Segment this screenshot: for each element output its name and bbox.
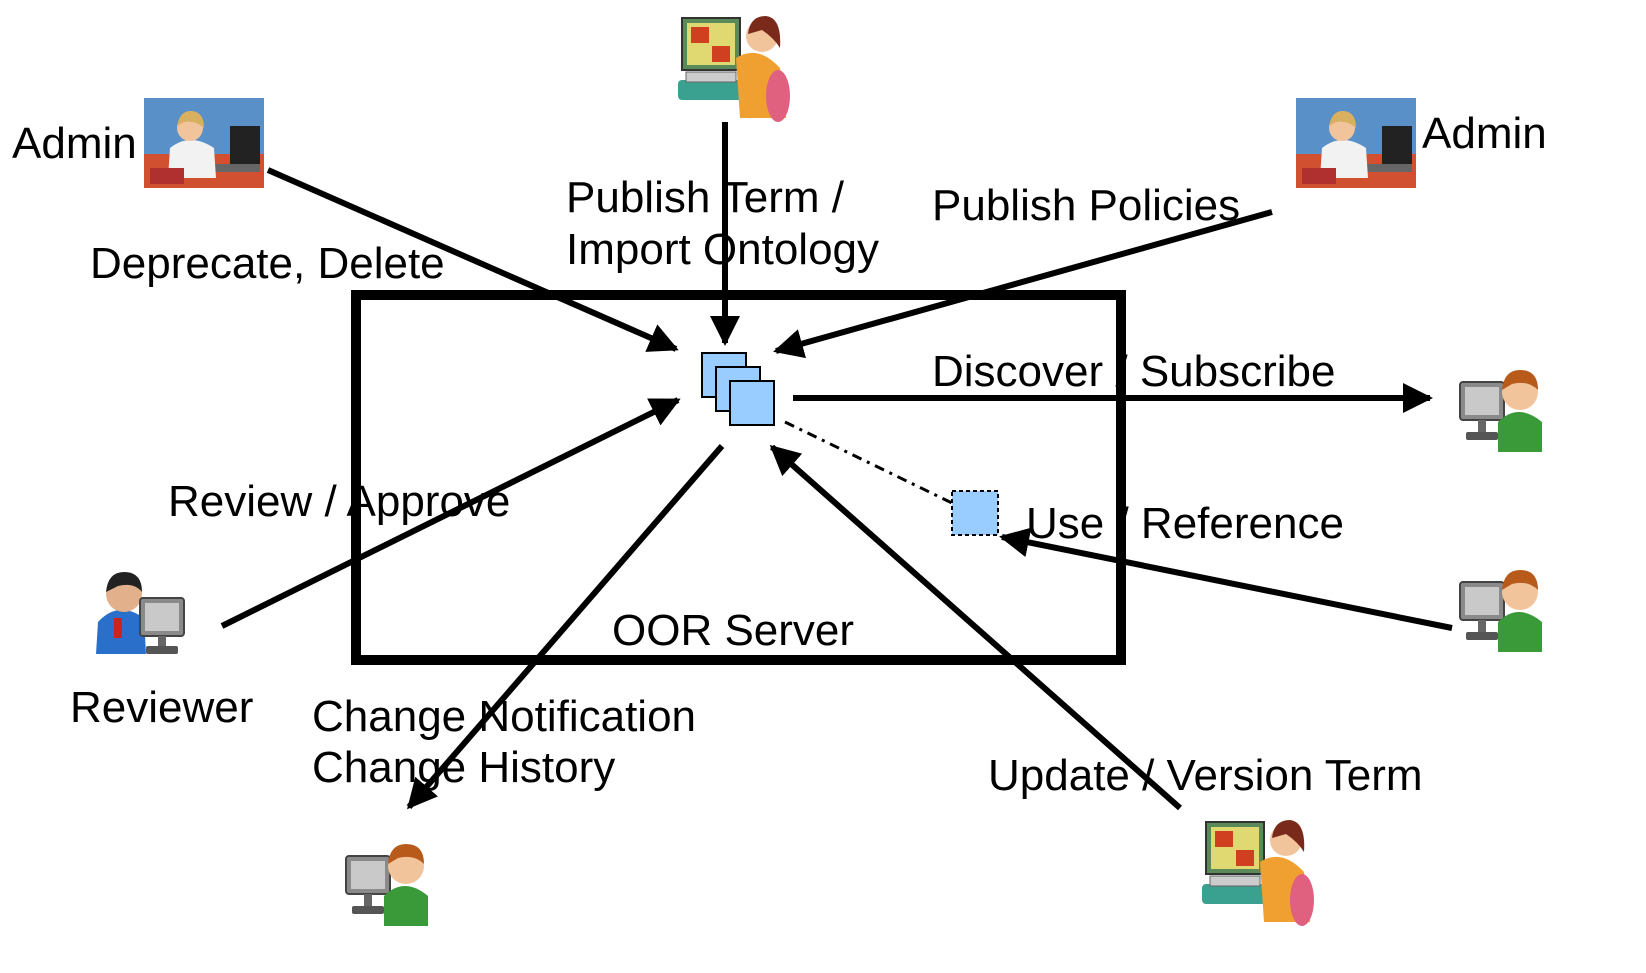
referenced-term-icon bbox=[951, 490, 999, 536]
arrow-update-version bbox=[769, 444, 1182, 811]
arrow-review-approve bbox=[220, 397, 681, 629]
publisher-bottom-icon bbox=[1201, 819, 1315, 927]
arrow-publish-policies bbox=[773, 209, 1273, 359]
reference-user-icon bbox=[1459, 569, 1543, 653]
publish-term-label-line2: Import Ontology bbox=[566, 225, 879, 274]
admin-right-icon bbox=[1296, 98, 1416, 188]
change-label-line1: Change Notification bbox=[312, 692, 696, 741]
publish-policies-label: Publish Policies bbox=[932, 181, 1240, 230]
oor-server-label: OOR Server bbox=[612, 606, 854, 655]
update-version-label: Update / Version Term bbox=[988, 751, 1423, 800]
notified-user-icon bbox=[345, 843, 429, 927]
discover-subscribe-label: Discover / Subscribe bbox=[932, 347, 1335, 396]
deprecate-delete-label: Deprecate, Delete bbox=[90, 239, 445, 288]
admin-right-label: Admin bbox=[1422, 109, 1547, 158]
arrow-deprecate-delete bbox=[266, 167, 679, 352]
arrow-change-notification bbox=[406, 444, 725, 810]
oor-server-box bbox=[351, 290, 1126, 665]
term-stack-icon bbox=[701, 352, 775, 426]
admin-left-icon bbox=[144, 98, 264, 188]
reviewer-icon bbox=[95, 571, 185, 655]
subscriber-user-icon bbox=[1459, 369, 1543, 453]
reviewer-label: Reviewer bbox=[70, 683, 253, 732]
change-label-line2: Change History bbox=[312, 743, 615, 792]
admin-left-label: Admin bbox=[12, 119, 137, 168]
publisher-top-icon bbox=[677, 15, 791, 123]
arrow-use-reference bbox=[999, 527, 1453, 631]
reference-link-dotted bbox=[784, 420, 953, 505]
use-reference-label: Use / Reference bbox=[1026, 499, 1344, 548]
review-approve-label: Review / Approve bbox=[168, 477, 510, 526]
publish-term-label-line1: Publish Term / bbox=[566, 173, 845, 222]
